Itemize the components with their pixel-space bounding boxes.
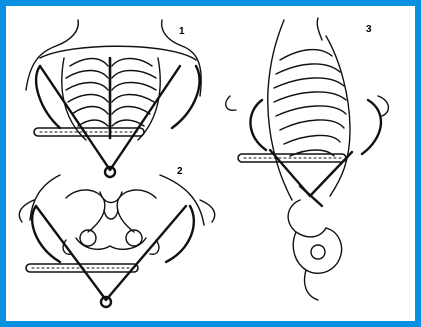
illustration: [6, 6, 415, 321]
panel-3-lateral-figure: [226, 18, 389, 300]
lateral-rib-cage: [274, 50, 346, 156]
pelvis-bones: [63, 190, 159, 254]
panel-2-pelvis-figure: [19, 175, 214, 307]
lateral-brace: [250, 100, 381, 206]
panel-number-1: 1: [179, 26, 185, 37]
panel-number-3: 3: [366, 24, 372, 35]
panel-1-chest-figure: [26, 20, 201, 177]
figure-canvas: 1 2 3: [6, 6, 415, 321]
panel-number-2: 2: [177, 166, 183, 177]
pelvis-brace: [32, 206, 194, 307]
